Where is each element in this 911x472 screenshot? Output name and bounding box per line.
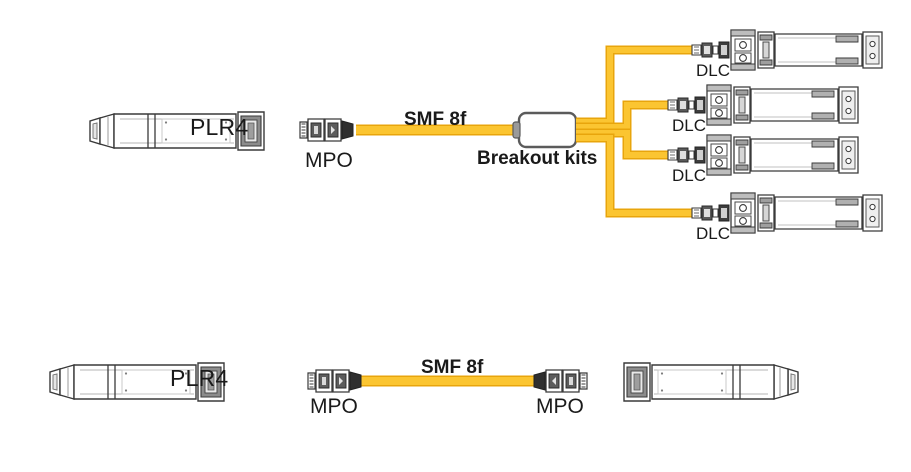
breakout-kit-box [512, 111, 578, 149]
lc-adapter-1 [730, 29, 756, 71]
top-plr4-label: PLR4 [190, 114, 249, 140]
sfp-module-1 [757, 31, 883, 69]
dlc-label-1: DLC [696, 61, 731, 80]
sfp-module-2 [733, 86, 859, 124]
sfp-module-3 [733, 136, 859, 174]
top-branch-fibers [576, 45, 694, 218]
top-mpo-connector [299, 118, 354, 142]
dlc-label-2: DLC [672, 116, 707, 135]
lc-adapter-4 [730, 192, 756, 234]
bottom-smf-label: SMF 8f [421, 357, 484, 378]
top-mpo-label: MPO [305, 149, 353, 172]
bottom-plr4-label: PLR4 [170, 365, 229, 391]
bottom-plr4-module-right [623, 362, 799, 402]
breakout-kits-label: Breakout kits [477, 148, 598, 169]
bottom-mpo-connector-right [533, 369, 588, 393]
dlc-connector-2 [667, 96, 706, 114]
bottom-mpo-label-right: MPO [536, 395, 584, 418]
dlc-label-3: DLC [672, 166, 707, 185]
bottom-mpo-connector-left [307, 369, 362, 393]
lc-adapter-3 [706, 134, 732, 176]
sfp-module-4 [757, 194, 883, 232]
dlc-label-4: DLC [696, 224, 731, 243]
dlc-connector-4 [691, 204, 730, 222]
lc-adapter-2 [706, 84, 732, 126]
dlc-connector-3 [667, 146, 706, 164]
top-smf-label: SMF 8f [404, 109, 467, 130]
bottom-mpo-label-left: MPO [310, 395, 358, 418]
dlc-connector-1 [691, 41, 730, 59]
